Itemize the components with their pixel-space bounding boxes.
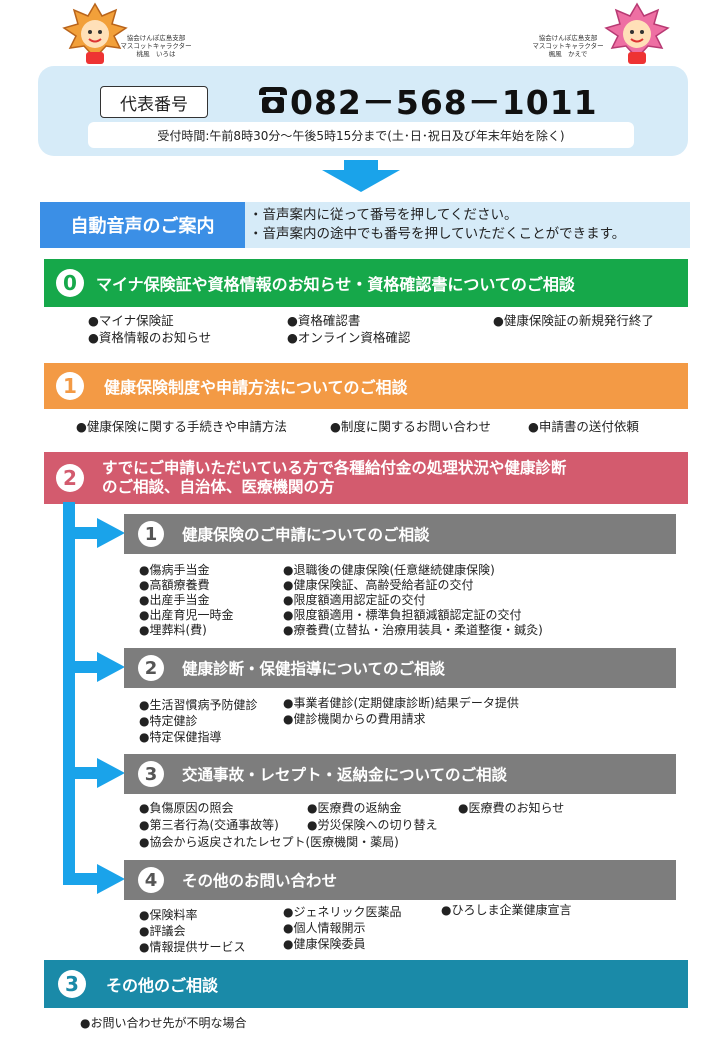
subsection-1-header[interactable]: 1 健康保険のご申請についてのご相談 xyxy=(124,514,676,554)
auto-voice-description: ・音声案内に従って番号を押してください。 ・音声案内の途中でも番号を押していただ… xyxy=(245,202,690,248)
list-item: ●負傷原因の照会 xyxy=(139,801,234,815)
list-item: ●医療費のお知らせ xyxy=(458,801,565,815)
connector-arrow-icon xyxy=(63,518,125,548)
connector-arrow-icon xyxy=(63,652,125,682)
list-item: ●お問い合わせ先が不明な場合 xyxy=(80,1016,247,1030)
phone-number[interactable]: 082－568－1011 xyxy=(290,83,598,122)
reception-hours: 受付時間:午前8時30分～午後5時15分まで(土･日･祝日及び年末年始を除く) xyxy=(88,122,634,148)
connector-line xyxy=(63,502,75,882)
list-item: ●オンライン資格確認 xyxy=(287,330,411,345)
list-item: ●出産手当金 xyxy=(139,593,210,607)
mascot-kaede-icon xyxy=(604,2,670,64)
list-item: ●申請書の送付依頼 xyxy=(528,419,639,434)
list-item: ●健康保険証の新規発行終了 xyxy=(493,313,654,328)
subsection-2-title: 健康診断・保健指導についてのご相談 xyxy=(182,660,446,678)
subsection-1-title: 健康保険のご申請についてのご相談 xyxy=(182,526,430,544)
section-3-number: 3 xyxy=(58,970,86,998)
section-1-header[interactable]: 1 健康保険制度や申請方法についてのご相談 xyxy=(44,363,688,409)
subsection-3-number: 3 xyxy=(138,761,164,787)
list-item: ●協会から返戻されたレセプト(医療機関・薬局) xyxy=(139,835,399,849)
connector-arrow-icon xyxy=(63,864,125,894)
list-item: ●出産育児一時金 xyxy=(139,608,234,622)
list-item: ●ひろしま企業健康宣言 xyxy=(441,903,572,917)
list-item: ●退職後の健康保険(任意継続健康保険) xyxy=(283,563,495,577)
section-2-number: 2 xyxy=(56,464,84,492)
list-item: ●ジェネリック医薬品 xyxy=(283,905,402,919)
section-0-title: マイナ保険証や資格情報のお知らせ・資格確認書についてのご相談 xyxy=(96,275,575,294)
list-item: ●健康保険証、高齢受給者証の交付 xyxy=(283,578,474,592)
list-item: ●高額療養費 xyxy=(139,578,210,592)
section-3-title: その他のご相談 xyxy=(106,976,219,995)
list-item: ●埋葬料(費) xyxy=(139,623,207,637)
list-item: ●労災保険への切り替え xyxy=(307,818,438,832)
list-item: ●特定健診 xyxy=(139,714,198,728)
down-arrow-icon xyxy=(322,160,400,192)
phone-icon xyxy=(259,87,287,113)
list-item: ●保険料率 xyxy=(139,908,198,922)
list-item: ●健康保険に関する手続きや申請方法 xyxy=(76,419,287,434)
section-1-number: 1 xyxy=(56,372,84,400)
section-0-number: 0 xyxy=(56,269,84,297)
auto-voice-label: 自動音声のご案内 xyxy=(40,202,245,248)
list-item: ●資格確認書 xyxy=(287,313,361,328)
list-item: ●資格情報のお知らせ xyxy=(88,330,212,345)
section-2-title: すでにご申請いただいている方で各種給付金の処理状況や健康診断 のご相談、自治体、… xyxy=(102,459,567,496)
mascot-right-caption: 協会けんぽ広島支部 マスコットキャラクター 楓風 かえで xyxy=(532,34,604,58)
list-item: ●個人情報開示 xyxy=(283,921,366,935)
mascot-left-caption: 協会けんぽ広島支部 マスコットキャラクター 桃風 いろは xyxy=(120,34,192,58)
list-item: ●情報提供サービス xyxy=(139,940,246,954)
mascot-iroha-icon xyxy=(62,2,128,64)
list-item: ●限度額適用・標準負担額減額認定証の交付 xyxy=(283,608,522,622)
subsection-2-number: 2 xyxy=(138,655,164,681)
list-item: ●第三者行為(交通事故等) xyxy=(139,818,279,832)
representative-number-label: 代表番号 xyxy=(100,86,208,118)
list-item: ●事業者健診(定期健康診断)結果データ提供 xyxy=(283,696,519,710)
list-item: ●療養費(立替払・治療用装具・柔道整復・鍼灸) xyxy=(283,623,543,637)
list-item: ●健康保険委員 xyxy=(283,937,366,951)
section-0-header[interactable]: 0 マイナ保険証や資格情報のお知らせ・資格確認書についてのご相談 xyxy=(44,259,688,307)
subsection-4-number: 4 xyxy=(138,867,164,893)
list-item: ●評議会 xyxy=(139,924,186,938)
phone-panel: 代表番号 082－568－1011 受付時間:午前8時30分～午後5時15分まで… xyxy=(38,66,688,156)
subsection-3-title: 交通事故・レセプト・返納金についてのご相談 xyxy=(182,766,508,784)
subsection-3-header[interactable]: 3 交通事故・レセプト・返納金についてのご相談 xyxy=(124,754,676,794)
section-3-header[interactable]: 3 その他のご相談 xyxy=(44,960,688,1008)
subsection-4-header[interactable]: 4 その他のお問い合わせ xyxy=(124,860,676,900)
list-item: ●傷病手当金 xyxy=(139,563,210,577)
list-item: ●マイナ保険証 xyxy=(88,313,174,328)
subsection-1-number: 1 xyxy=(138,521,164,547)
list-item: ●特定保健指導 xyxy=(139,730,222,744)
connector-arrow-icon xyxy=(63,758,125,788)
list-item: ●制度に関するお問い合わせ xyxy=(330,419,491,434)
subsection-2-header[interactable]: 2 健康診断・保健指導についてのご相談 xyxy=(124,648,676,688)
list-item: ●限度額適用認定証の交付 xyxy=(283,593,426,607)
section-1-title: 健康保険制度や申請方法についてのご相談 xyxy=(104,378,408,397)
section-2-header[interactable]: 2 すでにご申請いただいている方で各種給付金の処理状況や健康診断 のご相談、自治… xyxy=(44,452,688,504)
subsection-4-title: その他のお問い合わせ xyxy=(182,872,338,890)
list-item: ●医療費の返納金 xyxy=(307,801,402,815)
list-item: ●健診機関からの費用請求 xyxy=(283,712,426,726)
list-item: ●生活習慣病予防健診 xyxy=(139,698,258,712)
